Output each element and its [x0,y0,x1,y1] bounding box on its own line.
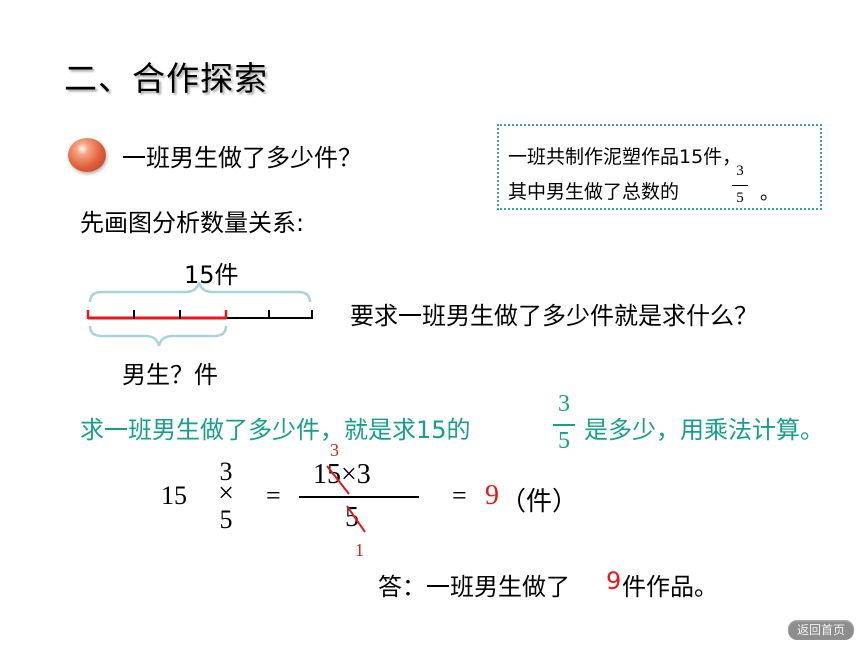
calc-result: 9 [485,480,499,511]
part-label: 男生？件 [122,361,218,389]
info-box [497,124,822,210]
analysis-prompt: 先画图分析数量关系: [80,209,305,237]
total-brace [88,281,312,303]
cancel-slash-bottom [346,505,366,533]
cancel-result-top: 3 [330,440,339,460]
answer-value: 9 [606,567,622,595]
info-line-2-end: 。 [760,182,780,204]
diagram-question: 要求一班男生做了多少件就是求什么？ [350,302,758,330]
back-to-home-label: 返回首页 [796,623,845,637]
calc-equals-1: = [266,481,281,510]
calc-unit: （件） [500,487,579,517]
statement-after: 是多少，用乘法计算。 [584,416,824,444]
info-fraction-bar [732,185,748,186]
answer-after: 件作品。 [622,573,718,601]
info-line-1: 一班共制作泥塑作品15件， [508,146,742,168]
page-title: 二、合作探索 [64,59,268,98]
cancel-slash-top [326,465,350,495]
statement-fraction-denominator: 5 [558,428,570,454]
calc-whole: 15 [161,481,187,510]
calc-equals-2: = [452,481,467,510]
part-brace [88,325,228,347]
answer-before: 答：一班男生做了 [378,573,570,601]
calc-fraction-numerator: 3 [219,457,233,486]
statement-fraction-numerator: 3 [558,391,570,417]
back-to-home-button[interactable]: 返回首页 [788,620,854,640]
total-label: 15件 [184,261,239,289]
info-fraction-numerator: 3 [736,163,744,179]
statement-before: 求一班男生做了多少件，就是求15的 [80,416,471,444]
calc-expression-bar [299,496,419,498]
cancel-result-bottom: 1 [355,540,364,560]
statement-fraction-bar [553,424,575,426]
cancel-marks [326,465,366,533]
info-line-2: 其中男生做了总数的 [508,181,680,203]
question-text: 一班男生做了多少件？ [122,144,362,172]
ball-icon [68,138,106,172]
calc-times-sign: × [218,478,234,509]
info-fraction-denominator: 5 [736,190,744,206]
line-segment-diagram [86,281,313,347]
calc-fraction-denominator: 5 [219,505,233,534]
